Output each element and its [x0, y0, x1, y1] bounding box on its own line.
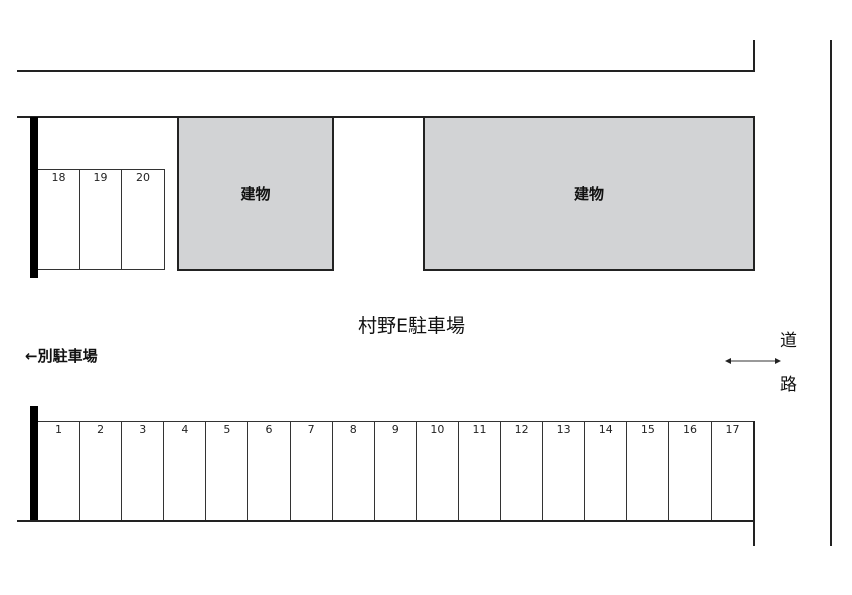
- double-arrow-icon: [725, 351, 781, 364]
- other-parking-link[interactable]: ←別駐車場: [25, 347, 98, 365]
- parking-stall-12[interactable]: 12: [501, 422, 544, 522]
- parking-stall-9[interactable]: 9: [375, 422, 417, 522]
- parking-stall-7[interactable]: 7: [291, 422, 333, 522]
- parking-stall-10[interactable]: 10: [417, 422, 459, 522]
- lower-wall-bar: [30, 406, 38, 522]
- parking-stall-19[interactable]: 19: [80, 170, 122, 269]
- parking-stall-8[interactable]: 8: [333, 422, 375, 522]
- parking-stall-4[interactable]: 4: [164, 422, 207, 522]
- parking-stall-1[interactable]: 1: [38, 422, 81, 522]
- upper-stall-row: 18 19 20: [38, 169, 165, 270]
- top-boundary-corner: [753, 40, 755, 72]
- parking-stall-5[interactable]: 5: [206, 422, 249, 522]
- lower-right-edge: [753, 421, 755, 546]
- building-right: 建物: [423, 116, 755, 271]
- parking-stall-16[interactable]: 16: [669, 422, 712, 522]
- upper-wall-bar: [30, 117, 38, 278]
- road-edge-line: [830, 40, 832, 546]
- parking-lot-title: 村野E駐車場: [358, 315, 466, 337]
- upper-block-top-line: [17, 116, 755, 118]
- parking-stall-3[interactable]: 3: [122, 422, 165, 522]
- lower-boundary-line: [17, 520, 755, 522]
- parking-stall-6[interactable]: 6: [248, 422, 291, 522]
- parking-stall-17[interactable]: 17: [725, 423, 740, 436]
- parking-stall-20[interactable]: 20: [136, 171, 150, 184]
- parking-stall-11[interactable]: 11: [459, 422, 502, 522]
- parking-stall-13[interactable]: 13: [543, 422, 586, 522]
- top-boundary-line: [17, 70, 755, 72]
- parking-stall-15[interactable]: 15: [627, 422, 670, 522]
- parking-stall-18[interactable]: 18: [38, 170, 80, 269]
- parking-stall-2[interactable]: 2: [80, 422, 123, 522]
- road-label-top: 道: [780, 331, 797, 351]
- building-right-label: 建物: [573, 185, 604, 203]
- lower-stall-row: 1 2 3 4 5 6 7 8 9 10 11 12 13 14 15 16 1…: [38, 421, 755, 522]
- building-left-label: 建物: [240, 185, 271, 203]
- parking-stall-14[interactable]: 14: [585, 422, 628, 522]
- road-label-bottom: 路: [780, 375, 797, 395]
- building-left: 建物: [177, 116, 334, 271]
